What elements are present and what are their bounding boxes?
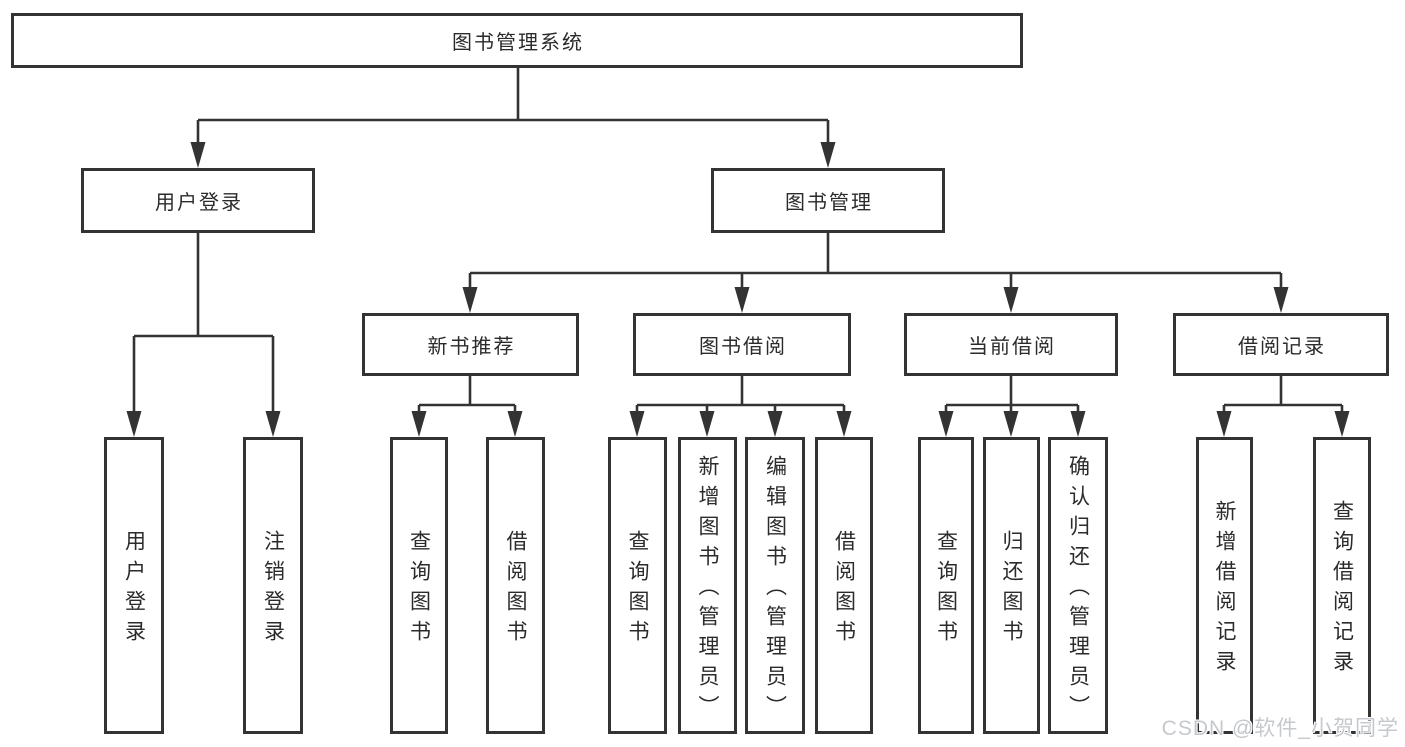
node-label: 借阅图书 xyxy=(832,529,856,650)
leaf-add-book-admin: 新增图书（管理员） xyxy=(678,437,737,734)
node-book-management: 图书管理 xyxy=(711,168,945,233)
leaf-query-borrow-record: 查询借阅记录 xyxy=(1313,437,1371,734)
node-label: 图书借阅 xyxy=(699,336,787,358)
node-user-login: 用户登录 xyxy=(81,168,315,233)
node-root-system: 图书管理系统 xyxy=(11,13,1023,68)
node-label: 查询图书 xyxy=(407,529,431,650)
node-current-borrow: 当前借阅 xyxy=(904,313,1118,376)
node-label: 借阅记录 xyxy=(1238,336,1326,358)
node-label: 确认归还（管理员） xyxy=(1066,454,1090,725)
node-label: 新书推荐 xyxy=(427,336,516,358)
node-label: 图书管理 xyxy=(785,192,873,214)
node-label: 归还图书 xyxy=(1000,529,1023,650)
node-book-borrow: 图书借阅 xyxy=(633,313,851,376)
node-label: 当前借阅 xyxy=(968,336,1056,358)
leaf-confirm-return-admin: 确认归还（管理员） xyxy=(1048,437,1108,734)
node-label: 新增图书（管理员） xyxy=(696,454,719,725)
node-label: 查询图书 xyxy=(626,529,649,650)
leaf-logout: 注销登录 xyxy=(243,437,303,734)
node-new-book-recommend: 新书推荐 xyxy=(362,313,579,376)
leaf-edit-book-admin: 编辑图书（管理员） xyxy=(745,437,805,734)
node-label: 查询借阅记录 xyxy=(1330,499,1354,680)
leaf-borrow-book: 借阅图书 xyxy=(815,437,873,734)
node-label: 新增借阅记录 xyxy=(1213,499,1236,680)
node-label: 查询图书 xyxy=(934,529,958,650)
node-label: 用户登录 xyxy=(155,192,243,214)
leaf-query-book-recommend: 查询图书 xyxy=(390,437,448,734)
leaf-user-login: 用户登录 xyxy=(104,437,164,734)
node-label: 借阅图书 xyxy=(504,529,527,650)
leaf-query-book-current: 查询图书 xyxy=(918,437,974,734)
leaf-return-book: 归还图书 xyxy=(983,437,1040,734)
leaf-add-borrow-record: 新增借阅记录 xyxy=(1196,437,1253,734)
node-label: 编辑图书（管理员） xyxy=(763,454,787,725)
node-borrow-records: 借阅记录 xyxy=(1173,313,1389,376)
leaf-borrow-book-recommend: 借阅图书 xyxy=(486,437,545,734)
leaf-query-book-borrow: 查询图书 xyxy=(608,437,667,734)
node-label: 图书管理系统 xyxy=(452,32,584,54)
node-label: 注销登录 xyxy=(261,529,285,650)
csdn-watermark: CSDN @软件_小贺同学 xyxy=(1161,717,1399,740)
node-label: 用户登录 xyxy=(122,529,146,650)
